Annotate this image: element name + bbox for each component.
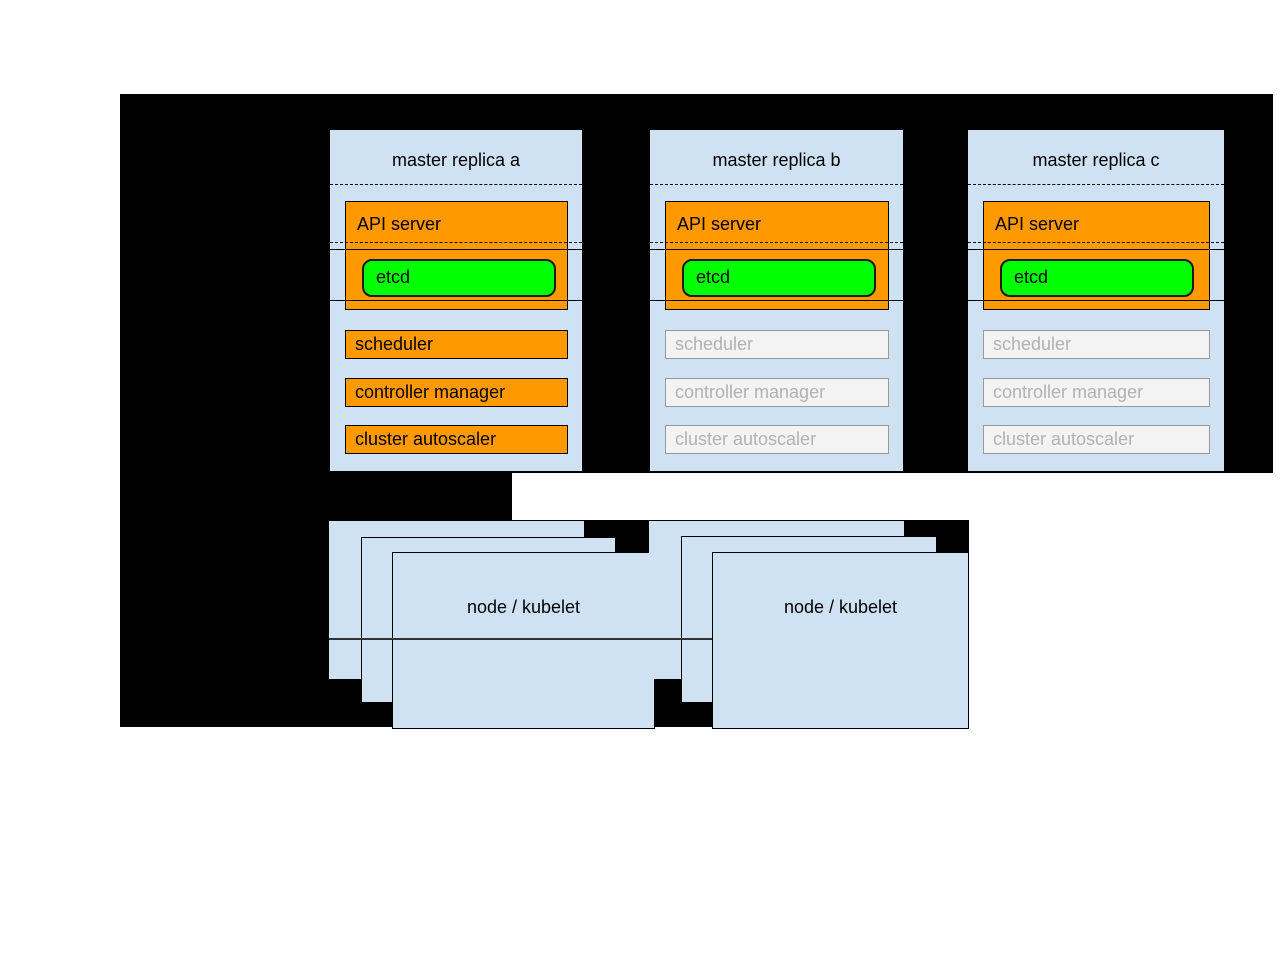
dashed-separator-mid xyxy=(968,242,1224,243)
controller-manager-box: controller manager xyxy=(665,378,889,407)
api-server-label: API server xyxy=(357,214,442,234)
etcd-box: etcd xyxy=(1000,259,1194,297)
dashed-separator-top xyxy=(650,184,903,185)
master-replica-title: master replica c xyxy=(1032,150,1160,170)
dashed-separator-mid xyxy=(650,242,903,243)
etcd-box: etcd xyxy=(362,259,556,297)
api-server-box: API server etcd xyxy=(983,201,1210,310)
cluster-autoscaler-box: cluster autoscaler xyxy=(345,425,568,454)
solid-separator-lower xyxy=(650,300,903,301)
node-stack-separator-line xyxy=(329,638,712,640)
scheduler-box: scheduler xyxy=(665,330,889,359)
api-server-box: API server etcd xyxy=(345,201,568,310)
dashed-separator-top xyxy=(968,184,1224,185)
api-server-label: API server xyxy=(677,214,762,234)
cluster-autoscaler-box: cluster autoscaler xyxy=(983,425,1210,454)
master-replica-title: master replica a xyxy=(391,150,521,170)
cluster-autoscaler-box: cluster autoscaler xyxy=(665,425,889,454)
solid-separator-lower xyxy=(330,300,582,301)
scheduler-box: scheduler xyxy=(345,330,568,359)
node-stack-front: node / kubelet xyxy=(392,552,655,729)
controller-manager-box: controller manager xyxy=(983,378,1210,407)
etcd-box: etcd xyxy=(682,259,876,297)
solid-separator-upper xyxy=(650,249,903,250)
api-server-box: API server etcd xyxy=(665,201,889,310)
dashed-separator-mid xyxy=(330,242,582,243)
solid-separator-upper xyxy=(968,249,1224,250)
node-kubelet-label: node / kubelet xyxy=(783,597,898,617)
node-stack-front: node / kubelet xyxy=(712,552,969,729)
api-server-label: API server xyxy=(995,214,1080,234)
solid-separator-lower xyxy=(968,300,1224,301)
node-kubelet-label: node / kubelet xyxy=(466,597,581,617)
scheduler-box: scheduler xyxy=(983,330,1210,359)
master-replica-b-panel: master replica b API server etcd schedul… xyxy=(649,129,904,472)
canvas-left-region xyxy=(120,473,512,520)
dashed-separator-top xyxy=(330,184,582,185)
solid-separator-upper xyxy=(330,249,582,250)
controller-manager-box: controller manager xyxy=(345,378,568,407)
master-replica-a-panel: master replica a API server etcd schedul… xyxy=(329,129,583,472)
master-replica-title: master replica b xyxy=(712,150,841,170)
master-replica-c-panel: master replica c API server etcd schedul… xyxy=(967,129,1225,472)
